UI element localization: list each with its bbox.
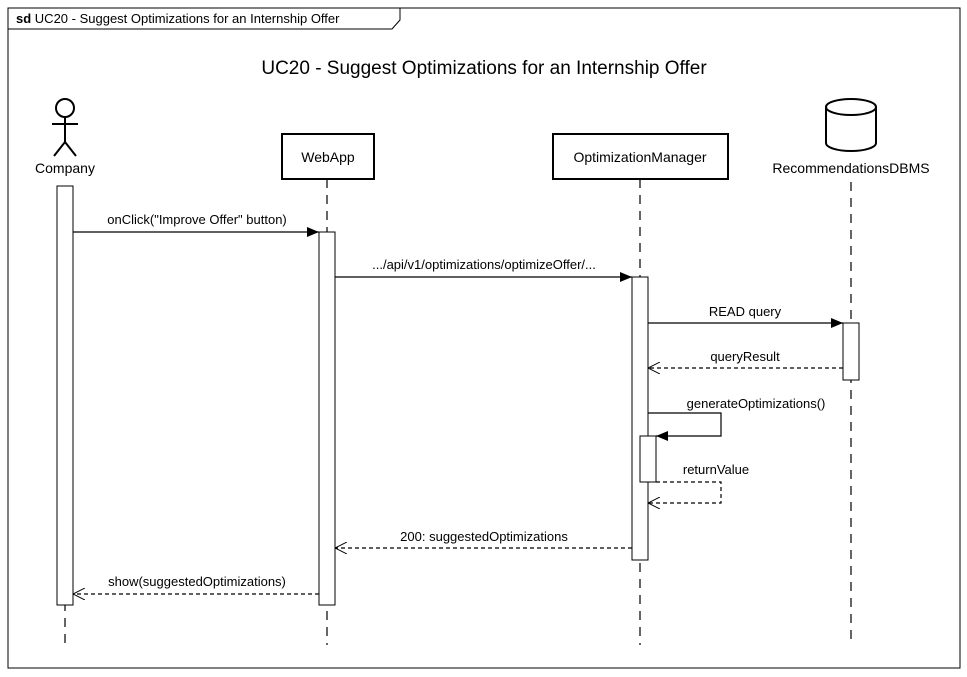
- activation-optimization-manager-self: [639, 435, 657, 483]
- frame-name: UC20 - Suggest Optimizations for an Inte…: [35, 11, 340, 26]
- stick-figure-icon: [52, 98, 78, 157]
- activation-company: [56, 185, 74, 606]
- participant-webapp-box: [281, 133, 375, 180]
- message-label-read-query: READ query: [709, 304, 782, 319]
- participant-webapp-label: WebApp: [301, 149, 355, 165]
- database-cylinder-icon: [825, 98, 877, 152]
- participant-recommendations-dbms-label: RecommendationsDBMS: [772, 160, 929, 176]
- message-arrow-generate-optimizations: [648, 412, 722, 441]
- message-label-return-value: returnValue: [683, 462, 749, 477]
- frame-tag-pentagon: [7, 7, 401, 30]
- message-label-optimize-offer: .../api/v1/optimizations/optimizeOffer/.…: [372, 257, 596, 272]
- message-label-generate-optimizations: generateOptimizations(): [687, 396, 826, 411]
- participant-company-label: Company: [35, 160, 95, 176]
- message-label-on-click: onClick("Improve Offer" button): [107, 212, 287, 227]
- diagram-frame: [7, 7, 961, 669]
- participant-optimization-manager-label: OptimizationManager: [573, 149, 706, 165]
- diagram-title: UC20 - Suggest Optimizations for an Inte…: [261, 58, 707, 79]
- activation-recommendations-dbms: [842, 322, 860, 381]
- message-label-query-result: queryResult: [710, 349, 780, 364]
- message-label-suggested-optimizations: 200: suggestedOptimizations: [400, 529, 568, 544]
- activation-webapp: [318, 231, 336, 606]
- message-arrow-return-value: [648, 481, 722, 503]
- participant-optimization-manager-box: [552, 133, 729, 180]
- message-label-show: show(suggestedOptimizations): [108, 574, 286, 589]
- frame-tag-label: sd UC20 - Suggest Optimizations for an I…: [16, 11, 340, 26]
- activation-optimization-manager: [631, 276, 649, 561]
- frame-keyword: sd: [16, 11, 31, 26]
